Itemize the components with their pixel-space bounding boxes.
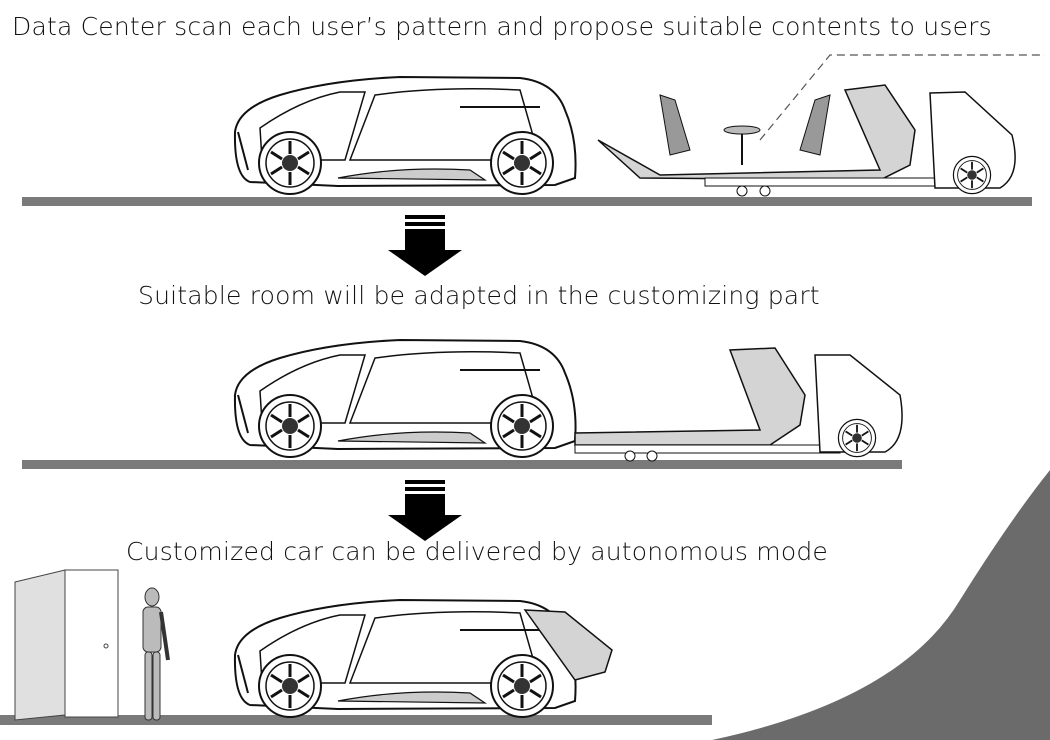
car-3 bbox=[235, 600, 576, 717]
detached-room-module bbox=[597, 54, 1045, 197]
car-1 bbox=[235, 77, 576, 194]
person-figure bbox=[142, 587, 170, 721]
down-arrow-2 bbox=[388, 480, 462, 541]
step-caption-2: Suitable room will be adapted in the cus… bbox=[138, 281, 820, 310]
car-2 bbox=[235, 340, 576, 457]
compact-room-module bbox=[523, 609, 613, 681]
hill-shape bbox=[712, 470, 1050, 740]
ground-bar-2 bbox=[22, 460, 902, 469]
step-caption-1: Data Center scan each user’s pattern and… bbox=[12, 12, 992, 41]
house-door bbox=[14, 569, 119, 721]
attached-room-module bbox=[574, 347, 903, 462]
down-arrow-1 bbox=[388, 215, 462, 276]
ground-bar-1 bbox=[22, 197, 1032, 206]
ground-bar-3 bbox=[0, 715, 712, 725]
step-caption-3: Customized car can be delivered by auton… bbox=[126, 537, 829, 566]
